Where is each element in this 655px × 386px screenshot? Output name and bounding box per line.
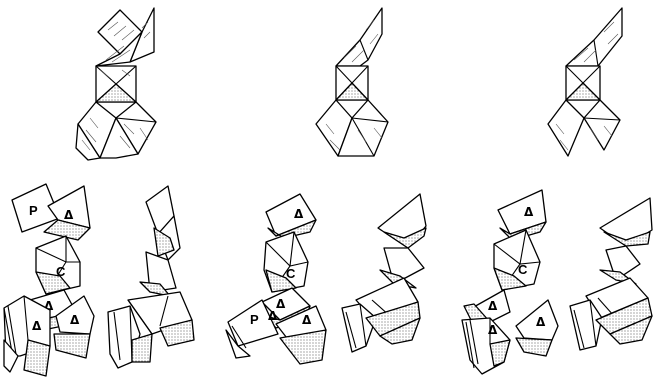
stage-1-assembled [108, 186, 194, 368]
triangle-marker: Δ [524, 205, 534, 219]
net-3 [548, 8, 622, 156]
triangle-marker: Δ [294, 207, 304, 221]
triangle-marker: Δ [268, 309, 278, 323]
label-c: C [56, 264, 66, 279]
triangle-marker: Δ [32, 319, 42, 333]
stage-1-exploded: P Δ C Δ Δ Δ [4, 184, 94, 376]
triangle-marker: Δ [536, 315, 546, 329]
stage-3-assembled [570, 198, 652, 350]
label-c: C [286, 266, 296, 281]
triangle-marker: Δ [70, 313, 80, 327]
triangle-marker: Δ [64, 208, 74, 222]
triangle-marker: Δ [276, 297, 286, 311]
net-1 [76, 8, 156, 160]
stage-2-assembled [342, 194, 426, 352]
triangle-marker: Δ [488, 299, 498, 313]
net-2 [316, 8, 388, 156]
label-c: C [518, 262, 528, 277]
stage-3-exploded: Δ C Δ Δ Δ [462, 190, 558, 374]
triangle-marker: Δ [302, 313, 312, 327]
label-p: P [29, 203, 38, 218]
triangle-marker: Δ [488, 323, 498, 337]
stage-2-exploded: Δ C Δ P Δ Δ [226, 194, 326, 364]
label-p: P [250, 312, 259, 327]
